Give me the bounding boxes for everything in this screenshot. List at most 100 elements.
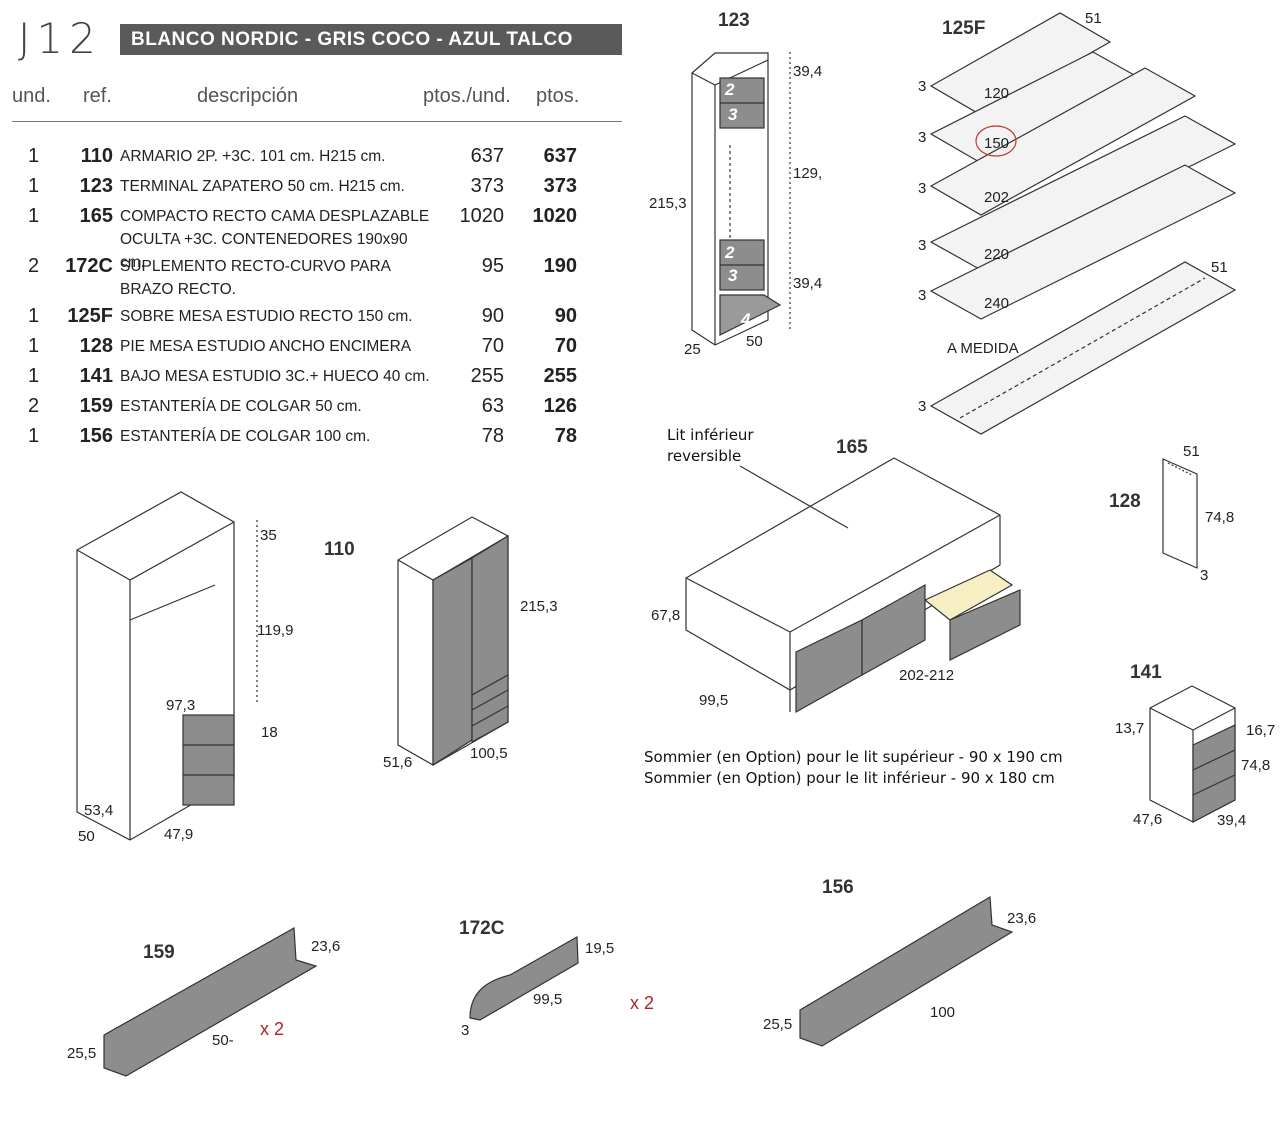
cell-ref: 141 [79, 365, 113, 387]
cell-desc: PIE MESA ESTUDIO ANCHO ENCIMERA [120, 338, 412, 355]
cell-pu: 373 [470, 175, 504, 197]
drawing-110 [397, 516, 509, 767]
dim-label: 3 [918, 237, 927, 254]
cell-pt: 373 [543, 175, 577, 197]
cell-desc: ESTANTERÍA DE COLGAR 50 cm. [120, 398, 362, 415]
table-row: 1 165 COMPACTO RECTO CAMA DESPLAZABLE OC… [0, 205, 640, 271]
cell-pt: 637 [543, 145, 577, 167]
dim-label: 215,3 [649, 195, 687, 212]
dim-label: 129, [793, 165, 823, 182]
dim-label: 39,4 [793, 275, 823, 292]
board-length: 220 [984, 246, 1010, 263]
cell-pu: 90 [481, 305, 504, 327]
cell-desc: BAJO MESA ESTUDIO 3C.+ HUECO 40 cm. [120, 368, 430, 385]
dim-label: 35 [260, 527, 277, 544]
dim-label: 25 [684, 341, 701, 358]
dim-label: 47,9 [164, 826, 194, 843]
col-header-pu: ptos./und. [423, 85, 511, 107]
cell-und: 1 [28, 305, 40, 327]
cell-desc: COMPACTO RECTO CAMA DESPLAZABLE OCULTA +… [120, 208, 430, 271]
table-row: 1 123 TERMINAL ZAPATERO 50 cm. H215 cm. … [0, 175, 640, 205]
cell-pu: 95 [481, 255, 504, 277]
dim-label: 119,9 [257, 622, 294, 639]
compartment-number: 2 [725, 80, 735, 99]
cell-und: 1 [28, 335, 40, 357]
dim-label: 18 [261, 724, 278, 741]
drawing-128 [1162, 458, 1198, 569]
cell-ref: 125F [67, 305, 113, 327]
dim-label: 19,5 [585, 940, 615, 957]
dim-label: 53,4 [84, 802, 114, 819]
table-row: 2 159 ESTANTERÍA DE COLGAR 50 cm. 63 126 [0, 395, 640, 425]
dim-label: 23,6 [1007, 910, 1037, 927]
cell-pt: 70 [554, 335, 577, 357]
dim-label: 3 [461, 1022, 470, 1039]
cell-pu: 255 [470, 365, 504, 387]
cell-pu: 1020 [459, 205, 505, 227]
board-length: 120 [984, 85, 1010, 102]
dim-label: 97,3 [166, 697, 196, 714]
color-banner: BLANCO NORDIC - GRIS COCO - AZUL TALCO [120, 24, 622, 55]
tag-156: 156 [822, 877, 854, 898]
compartment-number: 3 [728, 105, 738, 124]
sommier-note-upper: Sommier (en Option) pour le lit supérieu… [644, 748, 1063, 766]
drawing-125f [929, 12, 1237, 435]
catalog-code: J12 [18, 14, 102, 63]
dim-label: 74,8 [1205, 509, 1235, 526]
dim-label: 51 [1183, 443, 1200, 460]
drawing-156 [799, 895, 1014, 1047]
cell-und: 2 [28, 255, 40, 277]
dim-label: 67,8 [651, 607, 681, 624]
cell-pt: 255 [543, 365, 577, 387]
board-length: 202 [984, 189, 1010, 206]
dim-label: 74,8 [1241, 757, 1271, 774]
cell-desc: ESTANTERÍA DE COLGAR 100 cm. [120, 428, 371, 445]
drawing-123 [691, 52, 791, 346]
drawing-141 [1149, 685, 1236, 823]
tag-159: 159 [143, 942, 175, 963]
cell-und: 1 [28, 175, 40, 197]
callout-reversible: reversible [667, 447, 742, 465]
cell-ref: 128 [79, 335, 113, 357]
cell-desc: SUPLEMENTO RECTO-CURVO PARA BRAZO RECTO. [120, 258, 391, 298]
dim-label: 50 [78, 828, 95, 845]
dim-label: 51,6 [383, 754, 413, 771]
dim-label: 47,6 [1133, 811, 1163, 828]
col-header-desc: descripción [197, 85, 299, 107]
quantity-label: x 2 [260, 1019, 285, 1039]
dim-label: 3 [1200, 567, 1209, 584]
tag-125f: 125F [942, 18, 986, 39]
dim-label: 215,3 [520, 598, 558, 615]
cell-pu: 637 [470, 145, 504, 167]
col-header-pt: ptos. [536, 85, 580, 107]
drawing-172c [469, 935, 579, 1021]
cell-pt: 190 [543, 255, 577, 277]
cell-desc: SOBRE MESA ESTUDIO RECTO 150 cm. [120, 308, 413, 325]
cell-ref: 156 [79, 425, 113, 447]
drawing-165 [685, 457, 1021, 714]
cell-und: 1 [28, 365, 40, 387]
cell-pu: 63 [481, 395, 504, 417]
board-length: 150 [984, 135, 1010, 152]
cell-ref: 159 [79, 395, 113, 417]
dim-label: 39,4 [1217, 812, 1247, 829]
dim-label: 3 [918, 78, 927, 95]
cell-desc: ARMARIO 2P. +3C. 101 cm. H215 cm. [120, 148, 386, 165]
col-header-und: und. [12, 85, 51, 107]
compartment-number: 4 [741, 310, 751, 329]
dim-label: 50 [746, 333, 763, 350]
board-length: 240 [984, 295, 1010, 312]
cell-und: 1 [28, 425, 40, 447]
tag-128: 128 [1109, 491, 1141, 512]
dim-label: 13,7 [1115, 720, 1145, 737]
table-row: 1 141 BAJO MESA ESTUDIO 3C.+ HUECO 40 cm… [0, 365, 640, 395]
compartment-number: 2 [725, 243, 735, 262]
cell-pt: 126 [543, 395, 577, 417]
dim-label: 50- [212, 1032, 234, 1049]
cell-ref: 123 [79, 175, 113, 197]
dim-label: 99,5 [533, 991, 563, 1008]
tag-172c: 172C [459, 918, 505, 939]
dim-label: 3 [918, 398, 927, 415]
dim-label: 99,5 [699, 692, 729, 709]
